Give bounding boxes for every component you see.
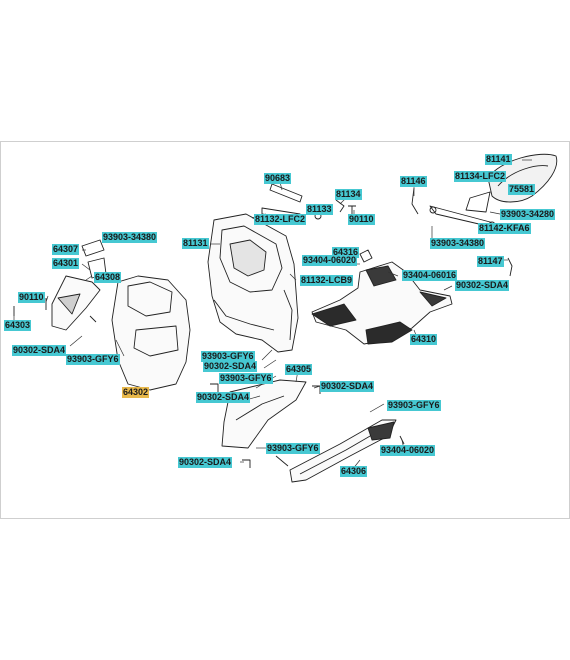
floor-center-64310 (311, 261, 453, 345)
label-93903-gfy6-mid2: 93903-GFY6 (219, 373, 273, 384)
clip-81134 (335, 199, 345, 213)
label-64316: 64316 (332, 247, 360, 258)
label-90683: 90683 (264, 173, 292, 184)
label-93404-06016: 93404-06016 (402, 270, 458, 281)
label-81142-kfa6: 81142-KFA6 (478, 223, 531, 234)
rod-81147 (507, 257, 513, 277)
label-81146: 81146 (400, 176, 427, 187)
label-93404-06020-bottom: 93404-06020 (380, 445, 436, 456)
part-64316 (359, 249, 373, 263)
label-90302-sda4-left: 90302-SDA4 (12, 345, 67, 356)
label-90302-sda4-bottom: 90302-SDA4 (178, 457, 233, 468)
label-64307: 64307 (52, 244, 80, 255)
label-64310: 64310 (410, 334, 438, 345)
rear-handle-81141 (465, 153, 558, 213)
label-64306: 64306 (340, 466, 368, 477)
inner-panel-81131 (207, 213, 299, 353)
label-81132-lfc2: 81132-LFC2 (254, 214, 307, 225)
label-64305: 64305 (285, 364, 313, 375)
label-93903-34280: 93903-34280 (500, 209, 556, 220)
label-81131: 81131 (182, 238, 209, 249)
label-90302-sda4-mid2: 90302-SDA4 (320, 381, 375, 392)
label-64301: 64301 (52, 258, 80, 269)
label-93404-06020-top: 93404-06020 (302, 255, 358, 266)
clip-90302-a (210, 383, 219, 392)
label-64308: 64308 (94, 272, 122, 283)
label-93903-gfy6-left: 93903-GFY6 (66, 354, 120, 365)
label-93903-gfy6-right: 93903-GFY6 (387, 400, 441, 411)
label-64302: 64302 (122, 387, 150, 398)
label-75581: 75581 (508, 184, 536, 195)
side-skirt-64306 (289, 419, 397, 483)
rod-81146 (411, 187, 419, 215)
label-93903-gfy6-bottom: 93903-GFY6 (266, 443, 320, 454)
label-90110-left: 90110 (18, 292, 45, 303)
label-64303: 64303 (4, 320, 32, 331)
front-shield-64302 (111, 275, 191, 391)
label-81141: 81141 (485, 154, 512, 165)
floor-front-64305 (221, 379, 307, 449)
label-81132-lcb9: 81132-LCB9 (300, 275, 354, 286)
clip-93903-b (275, 455, 289, 467)
label-81147: 81147 (477, 256, 504, 267)
label-90302-sda4-mid1: 90302-SDA4 (203, 361, 258, 372)
label-90302-sda4-mid3: 90302-SDA4 (196, 392, 251, 403)
label-90302-sda4-right: 90302-SDA4 (455, 280, 510, 291)
clip-93903-a (89, 315, 97, 323)
label-93903-34380-right: 93903-34380 (430, 238, 486, 249)
label-93903-gfy6-mid1: 93903-GFY6 (201, 351, 255, 362)
label-81134-lfc2: 81134-LFC2 (454, 171, 507, 182)
label-93903-34380-left: 93903-34380 (102, 232, 158, 243)
label-90110-top: 90110 (348, 214, 375, 225)
left-cover-64301 (51, 275, 101, 331)
bracket-64307 (81, 239, 105, 257)
label-81134: 81134 (335, 189, 362, 200)
clip-90302-b (242, 459, 251, 468)
label-81133: 81133 (306, 204, 333, 215)
